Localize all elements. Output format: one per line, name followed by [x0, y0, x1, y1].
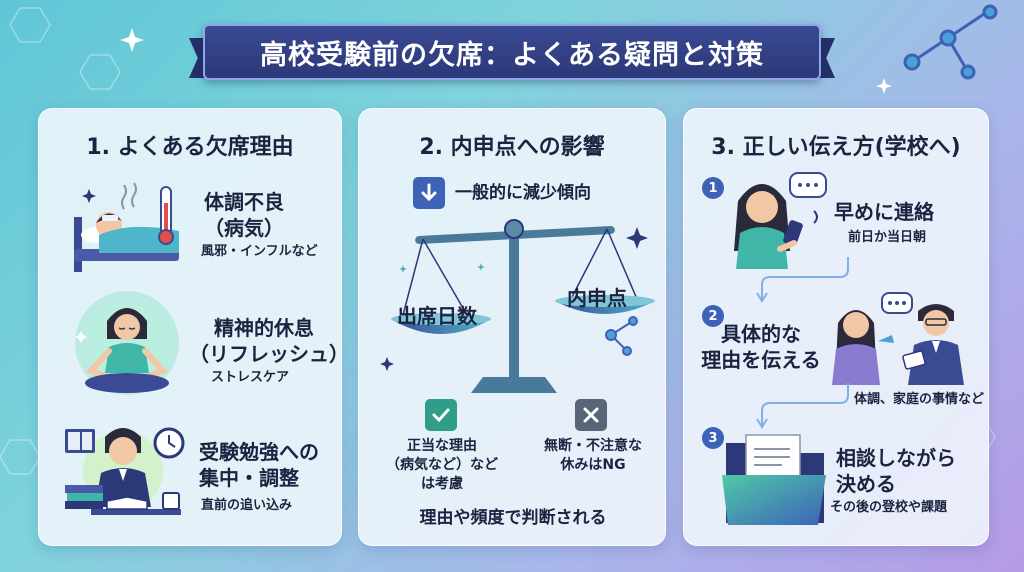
- cross-icon: [575, 399, 607, 431]
- panel-absence-reasons: 1. よくある欠席理由 体調不良 （病気） 風邪・インフルなど 精神的休息 （リ…: [38, 108, 349, 546]
- scale-left-label: 出席日数: [397, 304, 477, 328]
- title-banner: 高校受験前の欠席：よくある疑問と対策: [189, 24, 835, 80]
- reason-study-label: 受験勉強への 集中・調整: [199, 440, 319, 490]
- trend-label: 一般的に減少傾向: [455, 183, 591, 203]
- sick-in-bed-icon: [74, 182, 179, 272]
- reason-sick-label: 体調不良 （病気）: [204, 190, 284, 240]
- page-title: 高校受験前の欠席：よくある疑問と対策: [260, 39, 764, 71]
- step-3-badge: 3: [702, 427, 724, 449]
- panel-title: 3. 正しい伝え方(学校へ): [711, 135, 961, 160]
- step-2-sub: 体調、家庭の事情など: [853, 392, 984, 407]
- phone-call-icon: [734, 172, 827, 269]
- step-2-label: 具体的な 理由を伝える: [701, 322, 821, 372]
- flow-arrow-icon: [756, 257, 849, 303]
- flow-arrow-icon: [756, 383, 849, 429]
- balance-scale-icon: [380, 219, 655, 393]
- step-3-sub: その後の登校や課題: [830, 500, 948, 515]
- step-3-label: 相談しながら 決める: [836, 446, 956, 496]
- panel-how-to-notify: 3. 正しい伝え方(学校へ) 1 早めに連絡 前日か当日朝 2 具体的な 理由を…: [683, 108, 989, 546]
- panel-grade-impact: 2. 内申点への影響 一般的に減少傾向 出席日数 内申点: [358, 108, 666, 546]
- conversation-icon: [832, 292, 964, 385]
- reason-rest-label: 精神的休息 （リフレッシュ）: [189, 316, 349, 366]
- molecule-icon: [903, 4, 998, 80]
- check-icon: [425, 399, 457, 431]
- impact-footer: 理由や頻度で判断される: [419, 508, 607, 528]
- step-1-badge: 1: [702, 177, 724, 199]
- ok-text: 正当な理由 （病気など）など は考慮: [386, 438, 498, 492]
- panel-title: 2. 内申点への影響: [419, 135, 605, 160]
- step-2-badge: 2: [702, 305, 724, 327]
- reason-sick-sub: 風邪・インフルなど: [201, 244, 318, 259]
- reason-rest-sub: ストレスケア: [211, 370, 290, 385]
- meditation-icon: [75, 291, 179, 395]
- step-1-label: 早めに連絡: [834, 200, 934, 224]
- step-1-sub: 前日か当日朝: [848, 230, 927, 245]
- scale-right-label: 内申点: [567, 286, 627, 310]
- folder-icon: [722, 434, 826, 525]
- studying-student-icon: [65, 427, 185, 515]
- panel-title: 1. よくある欠席理由: [86, 135, 294, 160]
- ng-text: 無断・不注意な 休みはNG: [544, 438, 642, 473]
- arrow-down-icon: [413, 177, 445, 209]
- reason-study-sub: 直前の追い込み: [201, 498, 293, 513]
